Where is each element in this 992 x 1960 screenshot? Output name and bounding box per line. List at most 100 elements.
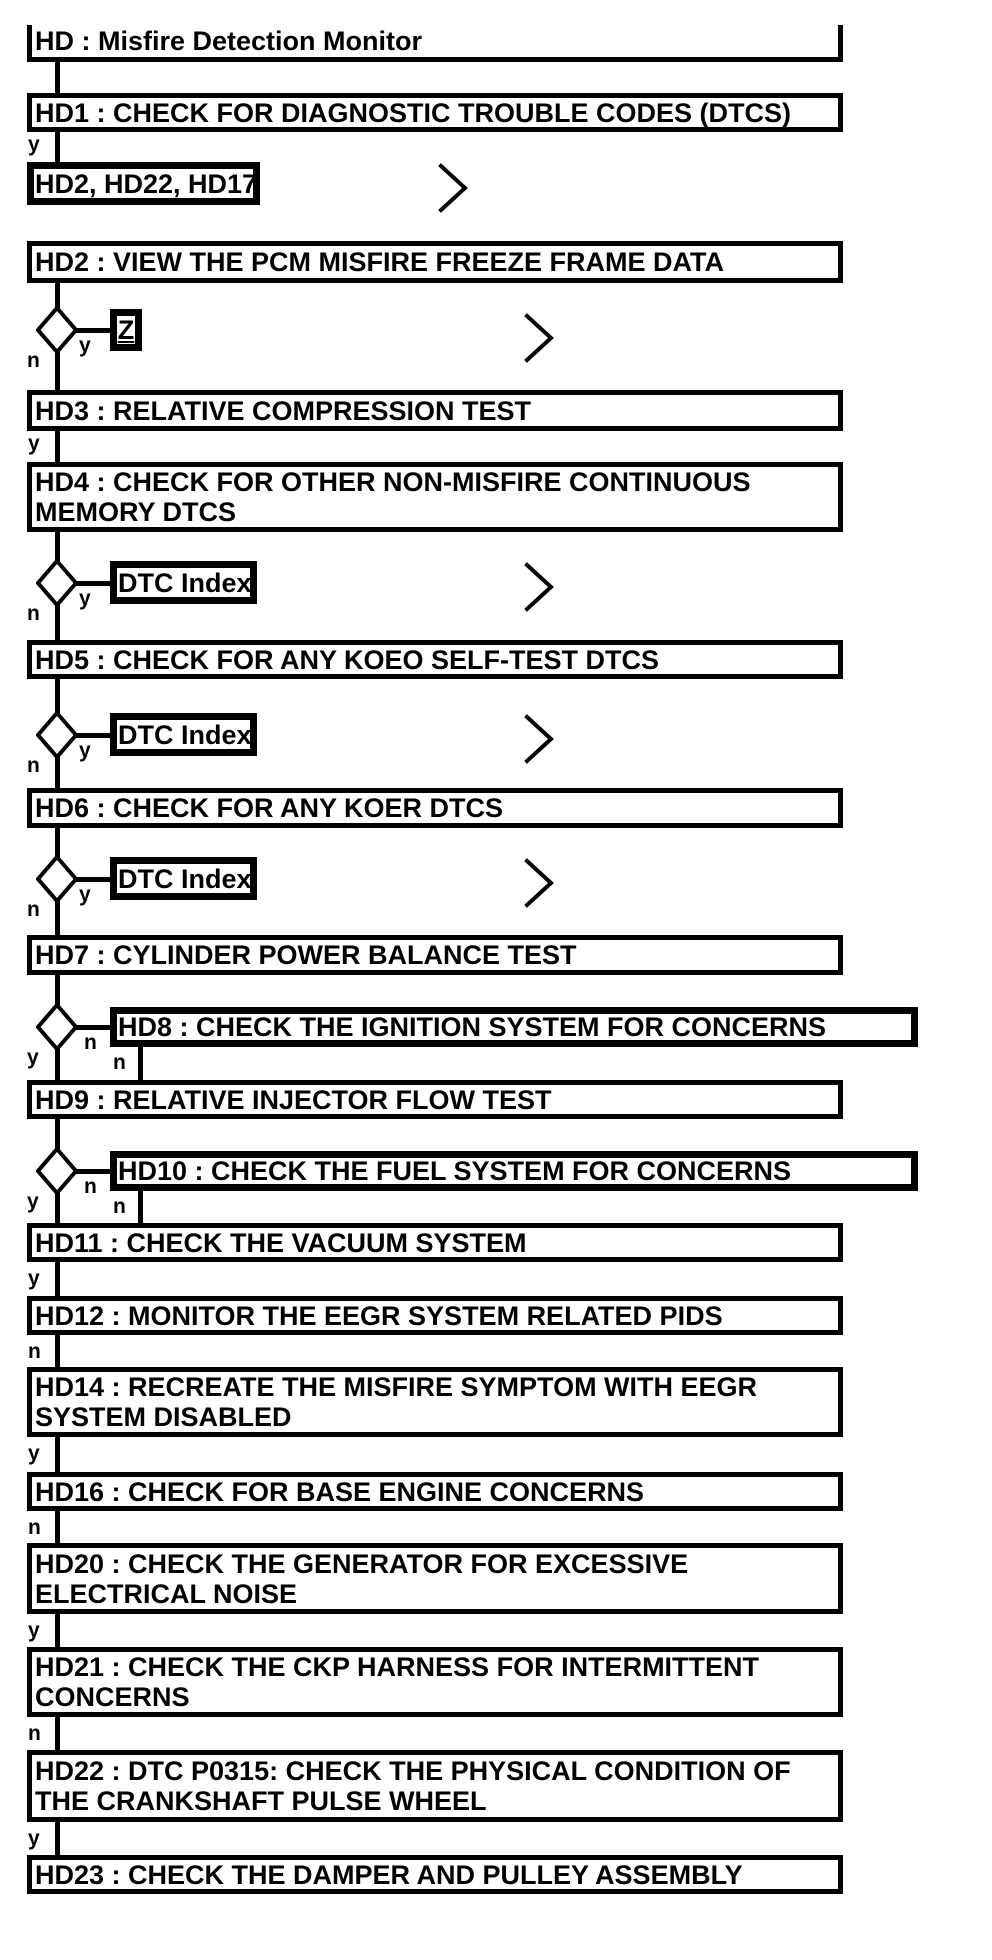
branch-label-yes: y <box>28 1619 40 1642</box>
branch-label-yes: y <box>79 587 91 610</box>
connector-line <box>75 733 112 738</box>
flow-node-label-line1: HD4 : CHECK FOR OTHER NON-MISFIRE CONTIN… <box>35 467 751 497</box>
decision-diamond <box>36 559 78 607</box>
branch-label-yes: y <box>28 1267 40 1290</box>
branch-label-no: n <box>27 898 40 921</box>
branch-label-yes: y <box>27 1046 39 1069</box>
connector-line <box>55 431 60 462</box>
connector-line <box>55 1262 60 1296</box>
branch-label-yes: y <box>28 432 40 455</box>
flow-node-label-line1: HD21 : CHECK THE CKP HARNESS FOR INTERMI… <box>35 1652 760 1682</box>
chevron-right-icon[interactable] <box>437 162 469 214</box>
flow-node-hd5: HD5 : CHECK FOR ANY KOEO SELF-TEST DTCS <box>27 640 843 679</box>
flow-node-label: HD11 : CHECK THE VACUUM SYSTEM <box>35 1227 527 1258</box>
flow-node-label-line1: HD22 : DTC P0315: CHECK THE PHYSICAL CON… <box>35 1756 791 1786</box>
decision-diamond <box>36 711 78 759</box>
connector-line <box>55 532 60 561</box>
connector-line <box>55 828 60 857</box>
decision-diamond <box>36 1003 78 1051</box>
flow-node-hd23: HD23 : CHECK THE DAMPER AND PULLEY ASSEM… <box>27 1855 843 1894</box>
connector-line <box>55 679 60 713</box>
connector-line <box>75 328 112 333</box>
connector-line <box>138 1191 143 1223</box>
branch-label-yes: y <box>27 1190 39 1213</box>
connector-line <box>55 1119 60 1149</box>
flow-node-label: HD6 : CHECK FOR ANY KOER DTCS <box>35 793 504 823</box>
branch-label-no: n <box>113 1195 126 1218</box>
flow-link-dtc-index-2[interactable]: DTC Index <box>110 713 257 756</box>
flow-node-label: HD10 : CHECK THE FUEL SYSTEM FOR CONCERN… <box>118 1156 792 1186</box>
connector-line <box>55 62 60 93</box>
flow-node-hd22: HD22 : DTC P0315: CHECK THE PHYSICAL CON… <box>27 1750 843 1822</box>
connector-line <box>55 352 60 390</box>
branch-label-no: n <box>28 1516 41 1539</box>
flow-node-hd3: HD3 : RELATIVE COMPRESSION TEST <box>27 390 843 431</box>
flow-link-z[interactable]: Z <box>110 309 142 351</box>
decision-diamond <box>36 855 78 903</box>
branch-label-no: n <box>28 1340 41 1363</box>
flow-node-label: HD5 : CHECK FOR ANY KOEO SELF-TEST DTCS <box>35 644 660 675</box>
flow-link-label: HD2, HD22, HD17 <box>35 168 258 199</box>
chevron-right-icon[interactable] <box>523 857 555 909</box>
chevron-right-icon[interactable] <box>523 713 555 765</box>
branch-label-no: n <box>28 1722 41 1745</box>
connector-line <box>55 1717 60 1750</box>
flow-node-hd6: HD6 : CHECK FOR ANY KOER DTCS <box>27 788 843 828</box>
branch-label-yes: y <box>28 1827 40 1850</box>
flow-node-hd8: HD8 : CHECK THE IGNITION SYSTEM FOR CONC… <box>110 1007 918 1047</box>
branch-label-yes: y <box>79 334 91 357</box>
connector-line <box>55 1193 60 1223</box>
flow-node-hd2: HD2 : VIEW THE PCM MISFIRE FREEZE FRAME … <box>27 241 843 283</box>
decision-diamond <box>36 1147 78 1195</box>
flow-node-hd16: HD16 : CHECK FOR BASE ENGINE CONCERNS <box>27 1472 843 1511</box>
flow-node-hd9: HD9 : RELATIVE INJECTOR FLOW TEST <box>27 1080 843 1119</box>
flow-node-hd11: HD11 : CHECK THE VACUUM SYSTEM <box>27 1223 843 1262</box>
flow-node-label: HD16 : CHECK FOR BASE ENGINE CONCERNS <box>35 1476 645 1507</box>
flow-node-label: HD7 : CYLINDER POWER BALANCE TEST <box>35 940 577 970</box>
connector-line <box>55 757 60 788</box>
flow-node-label: HD : Misfire Detection Monitor <box>35 25 423 56</box>
flow-node-label: HD3 : RELATIVE COMPRESSION TEST <box>35 395 532 426</box>
flow-node-hd7: HD7 : CYLINDER POWER BALANCE TEST <box>27 935 843 975</box>
flow-node-label-line2: SYSTEM DISABLED <box>35 1402 292 1432</box>
branch-label-yes: y <box>28 1442 40 1465</box>
flow-node-label: HD8 : CHECK THE IGNITION SYSTEM FOR CONC… <box>118 1012 827 1042</box>
branch-label-yes: y <box>79 739 91 762</box>
connector-line <box>55 1335 60 1367</box>
connector-line <box>55 975 60 1005</box>
flow-node-hd12: HD12 : MONITOR THE EEGR SYSTEM RELATED P… <box>27 1296 843 1335</box>
flow-node-hd14: HD14 : RECREATE THE MISFIRE SYMPTOM WITH… <box>27 1367 843 1437</box>
connector-line <box>55 1614 60 1647</box>
flow-link-label: DTC Index <box>118 719 252 750</box>
flow-link-hd2-hd22-hd17[interactable]: HD2, HD22, HD17 <box>27 162 260 205</box>
flow-node-hd4: HD4 : CHECK FOR OTHER NON-MISFIRE CONTIN… <box>27 462 843 532</box>
flow-link-label: Z <box>117 315 135 345</box>
flow-node-label: HD12 : MONITOR THE EEGR SYSTEM RELATED P… <box>35 1300 723 1331</box>
flow-node-hd-title: HD : Misfire Detection Monitor <box>27 25 843 62</box>
connector-line <box>55 1822 60 1855</box>
branch-label-no: n <box>84 1175 97 1198</box>
connector-line <box>75 877 112 882</box>
branch-label-no: n <box>113 1051 126 1074</box>
flow-node-label: HD23 : CHECK THE DAMPER AND PULLEY ASSEM… <box>35 1859 743 1890</box>
flow-node-label-line2: ELECTRICAL NOISE <box>35 1578 298 1609</box>
decision-diamond <box>36 306 78 354</box>
branch-label-no: n <box>27 754 40 777</box>
connector-line <box>55 283 60 309</box>
connector-line <box>138 1047 143 1080</box>
flow-node-label: HD9 : RELATIVE INJECTOR FLOW TEST <box>35 1084 552 1115</box>
branch-label-no: n <box>84 1031 97 1054</box>
chevron-right-icon[interactable] <box>523 312 555 364</box>
branch-label-yes: y <box>28 133 40 156</box>
connector-line <box>75 1025 110 1030</box>
flow-link-dtc-index-1[interactable]: DTC Index <box>110 561 257 604</box>
flow-link-dtc-index-3[interactable]: DTC Index <box>110 857 257 900</box>
flow-node-label-line2: THE CRANKSHAFT PULSE WHEEL <box>35 1786 487 1816</box>
connector-line <box>75 581 112 586</box>
chevron-right-icon[interactable] <box>523 561 555 613</box>
connector-line <box>55 1511 60 1543</box>
flow-node-hd1: HD1 : CHECK FOR DIAGNOSTIC TROUBLE CODES… <box>27 93 843 132</box>
connector-line <box>55 1049 60 1080</box>
flow-node-label: HD1 : CHECK FOR DIAGNOSTIC TROUBLE CODES… <box>35 97 791 128</box>
connector-line <box>55 605 60 640</box>
